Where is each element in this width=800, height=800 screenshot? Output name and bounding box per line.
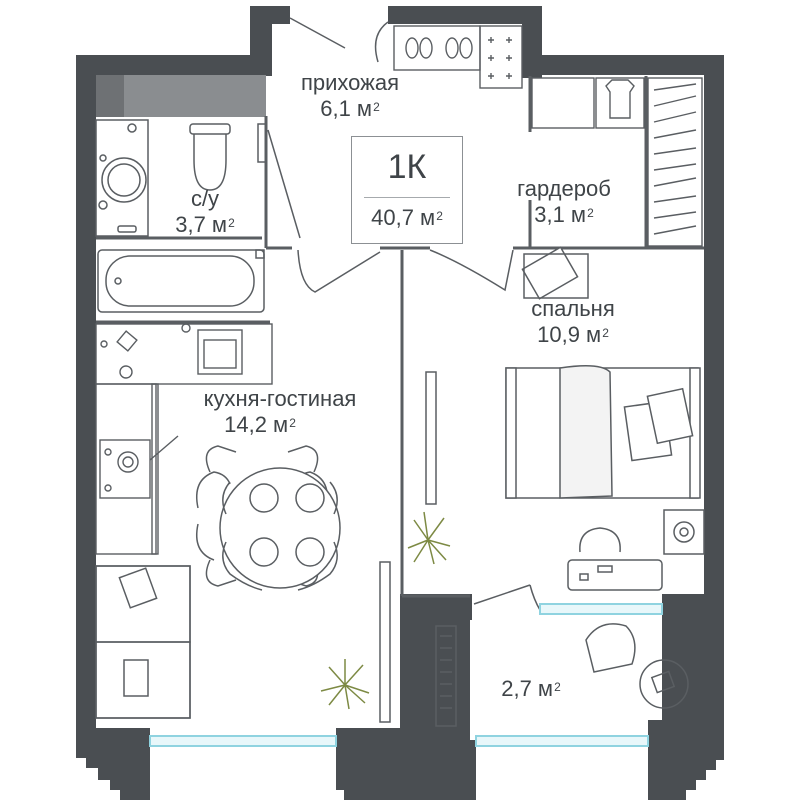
room-area: 3,7 м2 [175,212,235,237]
sofa [95,565,191,719]
wardrobe-fixtures [531,77,703,247]
room-label-bathroom: с/у 3,7 м2 [150,186,260,238]
partitions [96,76,704,598]
doors [267,17,541,611]
unit-type: 1К [387,148,427,186]
balcony-furniture [435,623,689,727]
living-extras [379,371,437,723]
bed [505,246,701,499]
room-label-kitchen-living: кухня-гостиная 14,2 м2 [160,386,400,438]
walls [76,6,724,800]
room-label-wardrobe: гардероб 3,1 м2 [504,176,624,228]
room-area: 2,7 м2 [501,676,561,701]
room-name: с/у [190,186,220,211]
room-area: 6,1 м2 [320,96,380,121]
room-label-balcony: 2,7 м2 [476,676,586,702]
windows [149,603,663,747]
kitchen-fixtures [95,323,273,555]
room-name: спальня [531,296,615,321]
room-name: гардероб [517,176,611,201]
unit-total-area: 40,7 м2 [371,205,443,230]
dining-set [196,445,341,591]
bedroom-furniture [567,509,705,591]
plants [320,511,451,710]
hallway-fixtures [393,25,523,89]
unit-summary-badge: 1К 40,7 м2 [351,136,463,244]
room-label-bedroom: спальня 10,9 м2 [508,296,638,348]
room-area: 10,9 м2 [537,322,609,347]
room-name: прихожая [300,70,400,95]
bathroom-fixtures [95,119,267,313]
badge-divider [364,197,450,198]
room-area: 3,1 м2 [534,202,594,227]
room-label-hallway: прихожая 6,1 м2 [268,70,432,122]
room-area: 14,2 м2 [224,412,296,437]
room-name: кухня-гостиная [203,386,357,411]
